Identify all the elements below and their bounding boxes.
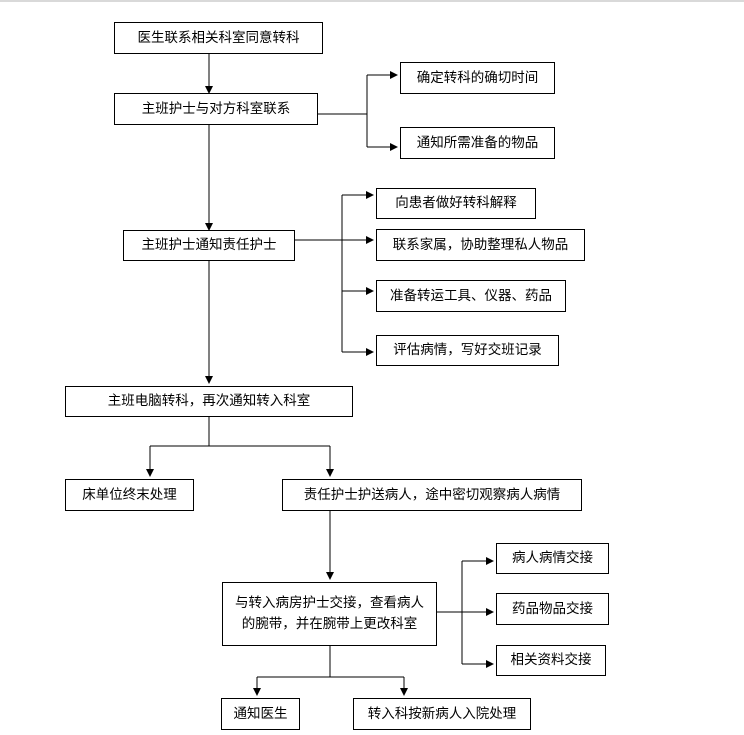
node-handover-drugs: 药品物品交接 [496,593,609,625]
node-doctor-contact: 医生联系相关科室同意转科 [114,22,323,54]
node-bed-terminal: 床单位终末处理 [65,479,194,511]
node-explain-patient: 向患者做好转科解释 [376,188,536,219]
node-escort-patient: 责任护士护送病人，途中密切观察病人病情 [282,479,582,511]
node-nurse-contact-dept: 主班护士与对方科室联系 [114,93,318,125]
node-handover-docs: 相关资料交接 [496,645,606,676]
node-contact-family: 联系家属，协助整理私人物品 [376,229,585,261]
node-handover: 与转入病房护士交接，查看病人的腕带，并在腕带上更改科室 [222,582,437,646]
node-prepare-tools: 准备转运工具、仪器、药品 [376,280,566,312]
node-computer-transfer: 主班电脑转科，再次通知转入科室 [65,386,353,417]
node-confirm-time: 确定转科的确切时间 [400,62,555,94]
node-notify-doctor: 通知医生 [221,698,300,730]
top-divider [0,0,744,2]
node-handover-condition: 病人病情交接 [496,543,609,574]
node-notify-items: 通知所需准备的物品 [400,127,555,159]
node-assess-record: 评估病情，写好交班记录 [376,335,559,366]
node-notify-resp-nurse: 主班护士通知责任护士 [123,230,295,261]
node-new-admission: 转入科按新病人入院处理 [353,698,531,730]
